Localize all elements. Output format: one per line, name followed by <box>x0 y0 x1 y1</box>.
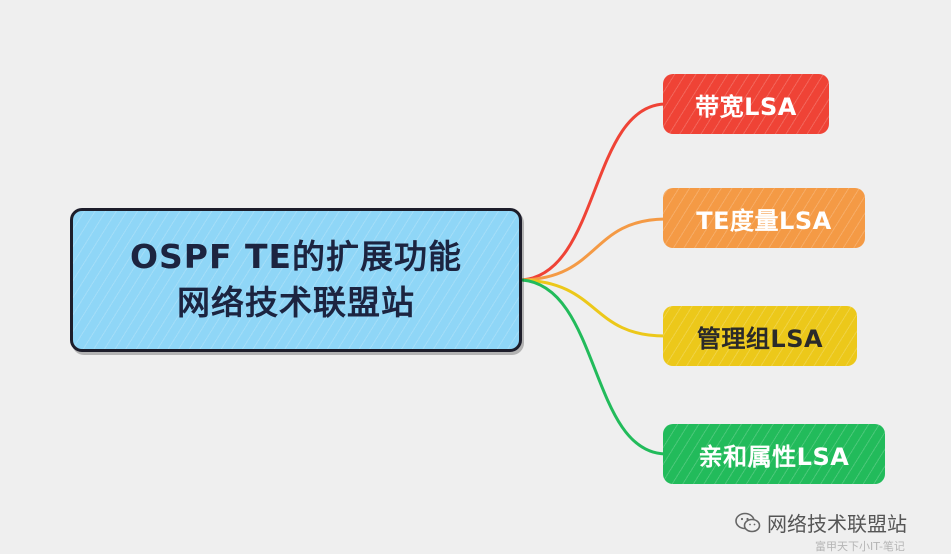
child-node-label: 管理组LSA <box>696 324 824 353</box>
root-node[interactable]: OSPF TE的扩展功能 网络技术联盟站 <box>70 208 522 352</box>
connector-line-0 <box>520 102 667 282</box>
child-node-label: 带宽LSA <box>695 92 797 121</box>
watermark-text: 网络技术联盟站 <box>767 512 907 536</box>
root-title-line1: OSPF TE的扩展功能 <box>129 237 463 276</box>
child-node-label: TE度量LSA <box>696 206 832 235</box>
wechat-icon <box>735 512 761 532</box>
root-node-label: OSPF TE的扩展功能 网络技术联盟站 <box>130 234 462 326</box>
root-title-line2: 网络技术联盟站 <box>177 283 415 322</box>
child-node-label: 亲和属性LSA <box>698 442 850 471</box>
watermark: 网络技术联盟站 <box>735 508 907 537</box>
connector-line-1 <box>520 217 667 282</box>
child-node-bandwidth-lsa[interactable]: 带宽LSA <box>663 74 829 134</box>
watermark-subtext: 富甲天下小IT-笔记 <box>815 540 905 553</box>
child-node-admin-group-lsa[interactable]: 管理组LSA <box>663 306 857 366</box>
connector-line-2 <box>520 278 667 338</box>
child-node-affinity-lsa[interactable]: 亲和属性LSA <box>663 424 885 484</box>
child-node-te-metric-lsa[interactable]: TE度量LSA <box>663 188 865 248</box>
connector-line-3 <box>520 278 667 456</box>
